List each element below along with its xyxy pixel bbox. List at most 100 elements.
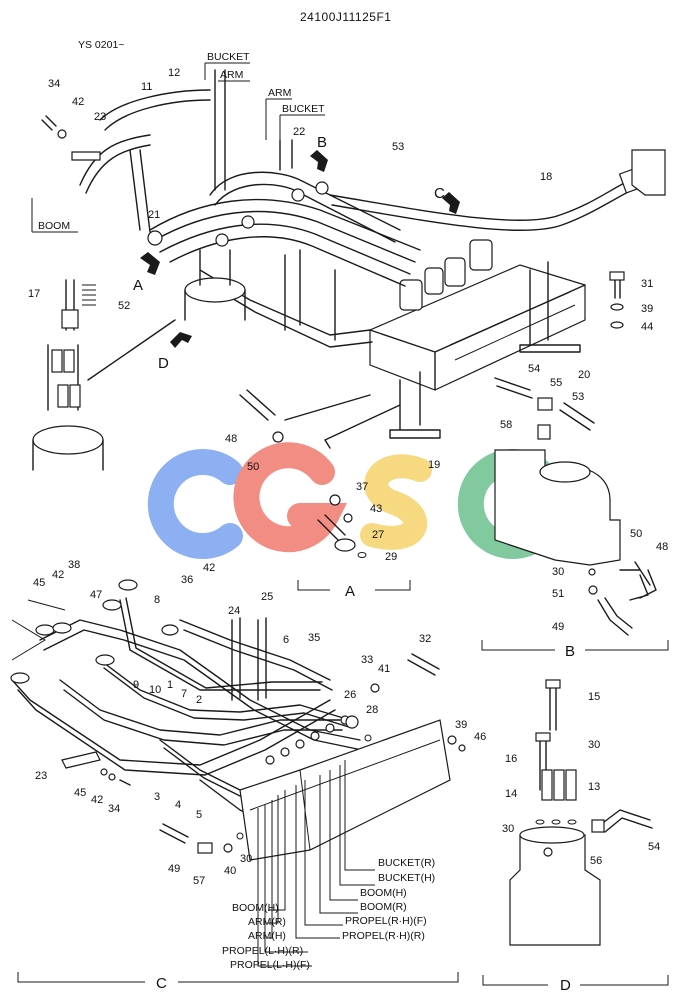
part-num: 40 — [224, 865, 236, 877]
part-num: 45 — [74, 787, 86, 799]
main-part-numbers: 34 42 23 11 12 22 53 18 21 17 52 31 39 4… — [28, 67, 653, 563]
part-num: 58 — [500, 419, 512, 431]
part-num: 51 — [552, 588, 564, 600]
part-num: 22 — [293, 126, 305, 138]
port-label-arm-h: ARM(H) — [248, 930, 286, 942]
part-num: 11 — [141, 81, 152, 93]
main-assembly — [32, 69, 666, 471]
part-num: 7 — [181, 688, 187, 700]
part-num: 50 — [247, 461, 259, 473]
port-label-propel-lh-f: PROPEL(L·H)(F) — [230, 959, 310, 971]
arrow-label-A: A — [133, 277, 143, 294]
port-label-propel-rh-r: PROPEL(R·H)(R) — [342, 930, 425, 942]
part-num: 34 — [108, 803, 120, 815]
part-num: 43 — [370, 503, 382, 515]
part-num: 3 — [154, 791, 160, 803]
part-num: 54 — [648, 841, 660, 853]
part-num: 28 — [366, 704, 378, 716]
part-num: 6 — [283, 634, 289, 646]
part-num: 33 — [361, 654, 373, 666]
part-num: 57 — [193, 875, 205, 887]
part-num: 31 — [641, 278, 653, 290]
serial-range: YS 0201~ — [78, 39, 124, 51]
part-num: 36 — [181, 574, 193, 586]
part-num: 44 — [641, 321, 653, 333]
part-num: 30 — [552, 566, 564, 578]
part-num: 34 — [48, 78, 60, 90]
view-label-B: B — [565, 643, 575, 660]
part-num: 24 — [228, 605, 240, 617]
part-num: 9 — [133, 679, 139, 691]
part-num: 25 — [261, 591, 273, 603]
part-num: 32 — [419, 633, 431, 645]
part-num: 30 — [240, 853, 252, 865]
part-num: 42 — [72, 96, 84, 108]
part-num: 52 — [118, 300, 130, 312]
arrow-label-B: B — [317, 134, 327, 151]
port-label-boom-h-left: BOOM(H) — [232, 902, 279, 914]
control-valve-body — [369, 264, 586, 391]
part-num: 17 — [28, 288, 40, 300]
view-label-C: C — [156, 975, 167, 992]
part-num: 54 — [528, 363, 540, 375]
part-num: 50 — [630, 528, 642, 540]
label-bucket-mid: BUCKET — [282, 103, 325, 115]
part-num: 55 — [550, 377, 562, 389]
label-arm-top: ARM — [220, 69, 243, 81]
part-num: 30 — [588, 739, 600, 751]
part-num: 8 — [154, 594, 160, 606]
part-num: 30 — [502, 823, 514, 835]
part-num: 21 — [148, 209, 160, 221]
part-num: 14 — [505, 788, 517, 800]
part-num: 13 — [588, 781, 600, 793]
port-label-propel-rh-f: PROPEL(R·H)(F) — [345, 915, 427, 927]
view-a: A — [297, 494, 411, 600]
part-num: 20 — [578, 369, 590, 381]
part-num: 27 — [372, 529, 384, 541]
part-code: 24100J11125F1 — [300, 10, 391, 24]
port-label-bucket-r: BUCKET(R) — [378, 857, 435, 869]
label-arm-mid: ARM — [268, 87, 291, 99]
part-num: 53 — [572, 391, 584, 403]
part-num: 46 — [474, 731, 486, 743]
part-num: 12 — [168, 67, 180, 79]
arrow-B — [310, 150, 328, 172]
part-num: 42 — [52, 569, 64, 581]
part-num: 16 — [505, 753, 517, 765]
part-num: 1 — [167, 679, 173, 691]
part-num: 29 — [385, 551, 397, 563]
part-num: 42 — [91, 794, 103, 806]
part-num: 47 — [90, 589, 102, 601]
main-labels: BUCKET ARM ARM BUCKET BOOM — [31, 51, 325, 233]
part-num: 53 — [392, 141, 404, 153]
part-num: 48 — [656, 541, 668, 553]
part-num: 42 — [203, 562, 215, 574]
port-label-propel-lh-r: PROPEL(L·H)(R) — [222, 945, 303, 957]
part-num: 4 — [175, 799, 181, 811]
port-label-arm-r: ARM(R) — [248, 916, 286, 928]
arrow-label-C: C — [434, 185, 445, 202]
arrow-A — [140, 252, 160, 275]
part-num: 26 — [344, 689, 356, 701]
port-label-bucket-h: BUCKET(H) — [378, 872, 435, 884]
part-num: 39 — [455, 719, 467, 731]
view-d: D 15 30 16 13 14 30 56 54 — [482, 679, 669, 994]
part-num: 2 — [196, 694, 202, 706]
port-label-boom-r: BOOM(R) — [360, 901, 407, 913]
arrow-C — [442, 192, 460, 214]
label-bucket-top: BUCKET — [207, 51, 250, 63]
view-c: C 38 45 42 47 36 42 8 24 25 9 10 1 7 2 6… — [10, 559, 486, 992]
arrow-label-D: D — [158, 355, 169, 372]
arrow-D — [170, 332, 192, 348]
port-label-boom-h: BOOM(H) — [360, 887, 407, 899]
part-num: 35 — [308, 632, 320, 644]
part-num: 48 — [225, 433, 237, 445]
part-num: 45 — [33, 577, 45, 589]
part-num: 49 — [552, 621, 564, 633]
view-label-D: D — [560, 977, 571, 994]
part-num: 38 — [68, 559, 80, 571]
part-num: 18 — [540, 171, 552, 183]
part-num: 39 — [641, 303, 653, 315]
